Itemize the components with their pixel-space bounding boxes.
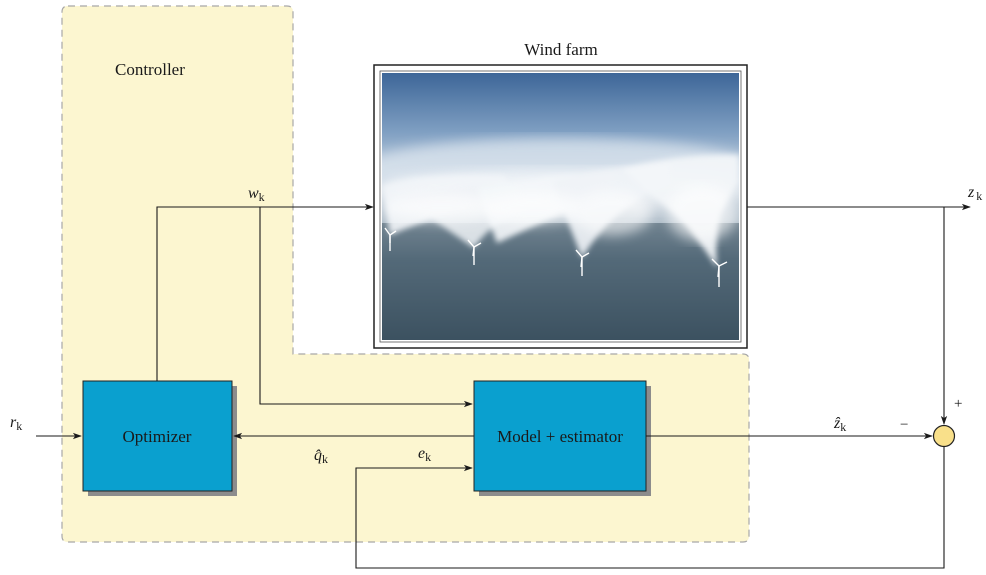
optimizer-block: Optimizer bbox=[83, 381, 237, 496]
plus-sign: + bbox=[954, 396, 962, 412]
summing-junction bbox=[934, 426, 955, 447]
controller-label: Controller bbox=[115, 60, 185, 79]
z-hat-k-label: ẑk bbox=[833, 415, 846, 434]
minus-sign: − bbox=[900, 417, 908, 433]
wind-farm-label: Wind farm bbox=[524, 40, 597, 59]
model-estimator-label: Model + estimator bbox=[497, 427, 623, 446]
r-k-label: rk bbox=[10, 414, 22, 433]
wind-farm-image bbox=[360, 65, 760, 348]
model-estimator-block: Model + estimator bbox=[474, 381, 651, 496]
optimizer-label: Optimizer bbox=[123, 427, 192, 446]
